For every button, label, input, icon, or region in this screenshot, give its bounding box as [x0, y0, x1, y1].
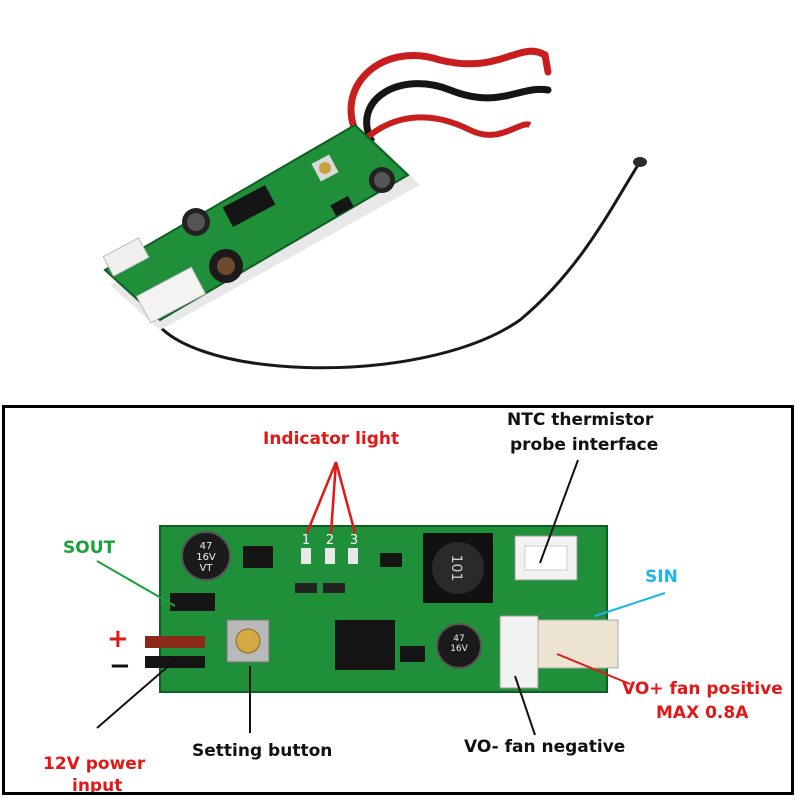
plus-sign: + [107, 624, 129, 654]
svg-text:16V: 16V [450, 644, 468, 654]
power-wire-black [145, 656, 205, 668]
led-2 [325, 548, 335, 564]
product-photo [102, 47, 647, 370]
svg-text:VT: VT [200, 563, 214, 574]
led-label-1: 1 [302, 533, 310, 548]
diagram-capacitor-1 [181, 531, 231, 581]
svg-text:16V: 16V [196, 552, 216, 563]
vo-plus-line1: VO+ fan positive [622, 679, 783, 699]
power-input-line1: 12V power [43, 754, 146, 774]
black-wire [363, 80, 552, 146]
led-3 [348, 548, 358, 564]
led-label-2: 2 [326, 533, 334, 548]
sin-label: SIN [645, 567, 678, 587]
vo-plus-line2: MAX 0.8A [656, 703, 749, 723]
connector-large [135, 266, 207, 324]
fan-connector [499, 615, 539, 689]
fan-connector-housing [537, 619, 619, 669]
sout-label: SOUT [63, 538, 116, 558]
diagram-capacitor-2 [436, 623, 482, 669]
chip [222, 185, 276, 227]
led-1 [301, 548, 311, 564]
thermistor-bead [633, 157, 647, 167]
power-input-line2: input [72, 776, 123, 795]
vo-minus-label: VO- fan negative [464, 737, 626, 757]
annotated-diagram: 47 16V VT 1 2 3 101 47 16V [2, 405, 794, 795]
transistor [243, 546, 273, 568]
ntc-label-line1: NTC thermistor [507, 410, 654, 430]
probe-wire [148, 164, 640, 370]
small-ic [330, 196, 354, 216]
svg-text:47: 47 [200, 541, 213, 552]
indicator-light-label: Indicator light [263, 429, 400, 449]
svg-text:101: 101 [448, 555, 464, 582]
connector-small [102, 237, 150, 277]
power-wire-red [145, 636, 205, 648]
red-wire-2 [352, 114, 532, 152]
ntc-label-line2: probe interface [510, 435, 659, 455]
side-chip [170, 593, 215, 611]
red-wire [347, 47, 552, 144]
setting-button-label: Setting button [192, 741, 333, 761]
led-label-3: 3 [350, 533, 358, 548]
svg-text:47: 47 [453, 634, 464, 644]
minus-sign: − [109, 651, 131, 681]
main-ic [335, 620, 395, 670]
